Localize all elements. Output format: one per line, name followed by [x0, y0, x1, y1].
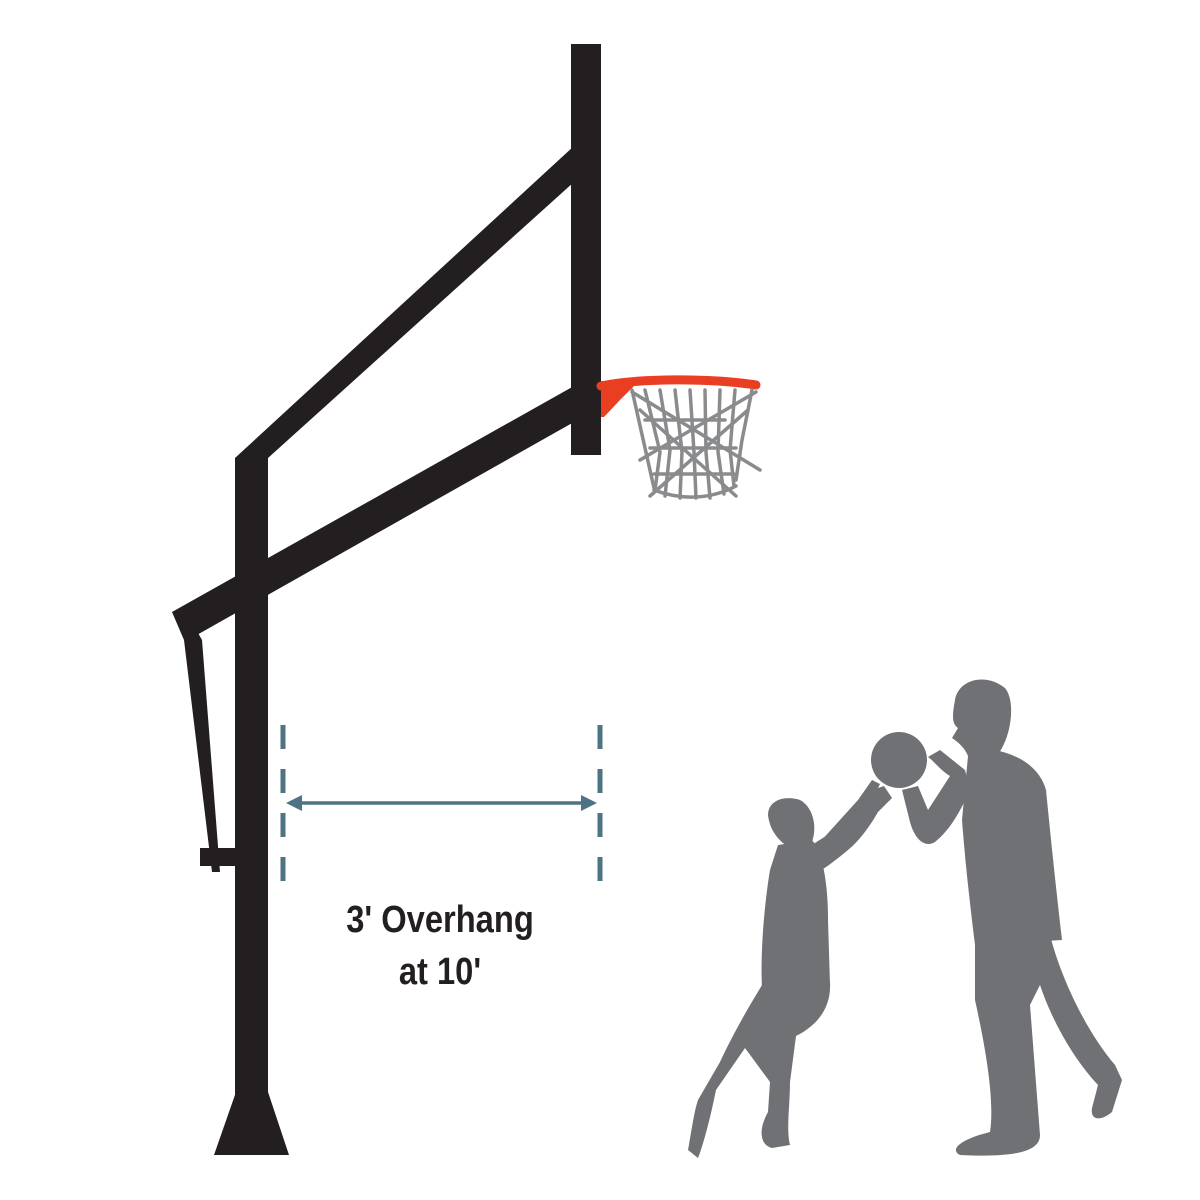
- basketball-hoop-icon: [596, 375, 762, 500]
- lower-arm: [172, 386, 574, 640]
- net: [630, 388, 762, 500]
- child-arm-rear: [820, 780, 880, 856]
- pole-base: [214, 1092, 289, 1155]
- child-legs: [688, 982, 831, 1158]
- adult-silhouette-icon: [902, 679, 1122, 1156]
- backboard: [571, 44, 601, 455]
- child-silhouette-icon: [688, 780, 892, 1158]
- adjustment-strut: [172, 612, 220, 872]
- rim: [596, 375, 761, 391]
- overhang-dimension: [280, 725, 603, 890]
- rim-bracket: [601, 381, 636, 417]
- basketball-system: [172, 44, 601, 1155]
- main-pole: [235, 452, 268, 1095]
- overhang-caption-line-2: at 10': [398, 951, 482, 993]
- dimension-arrow-left: [286, 795, 302, 811]
- overhang-caption-line-1: 3' Overhang: [346, 899, 534, 941]
- upper-arm: [235, 146, 574, 458]
- child-arms: [812, 786, 892, 874]
- child-head: [768, 798, 815, 848]
- child-torso: [761, 840, 830, 988]
- strut-bracket: [200, 848, 240, 866]
- adult-legs: [955, 935, 1122, 1156]
- dimension-arrow-right: [581, 795, 597, 811]
- adult-arms: [902, 750, 970, 844]
- adult-torso: [962, 750, 1062, 945]
- adult-head: [952, 679, 1012, 760]
- basketball-icon: [871, 732, 927, 788]
